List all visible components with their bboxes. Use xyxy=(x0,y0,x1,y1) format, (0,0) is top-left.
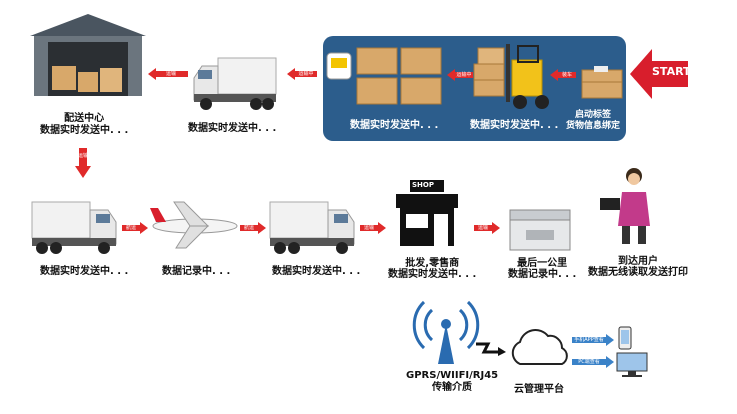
truck-top-icon xyxy=(193,57,277,110)
arrow-start-forklift xyxy=(550,69,576,81)
shop-icon xyxy=(396,180,458,246)
start-tag-caption: 启动标签 货物信息绑定 xyxy=(566,110,621,131)
arrow-tag-c1: 手机APP查看 xyxy=(574,337,604,343)
arrow-b3 xyxy=(360,222,386,234)
shop-caption: 批发,零售商 数据实时发送中. . . xyxy=(388,258,477,280)
warehouse-caption: 配送中心 数据实时发送中. . . xyxy=(40,113,129,136)
arrow-tag-c2: PC端查看 xyxy=(578,359,600,365)
plane-caption: 数据记录中. . . xyxy=(162,266,231,277)
start-arrow xyxy=(630,49,688,99)
forklift-icon xyxy=(473,44,549,109)
arrow-forklift-boxes xyxy=(447,69,473,81)
arrow-c2 xyxy=(572,356,614,368)
cooler-box-icon xyxy=(509,209,571,251)
boxes-caption: 数据实时发送中. . . xyxy=(350,120,439,131)
arrow-truck-warehouse xyxy=(148,68,188,80)
start-label: START xyxy=(652,65,691,78)
arrow-b1 xyxy=(122,222,148,234)
arrow-tag-a3: 运输中 xyxy=(298,71,314,77)
truck-top-caption: 数据实时发送中. . . xyxy=(188,123,277,134)
start-boxes-icon xyxy=(581,66,623,99)
cloud-caption: 云管理平台 xyxy=(514,384,564,395)
arrow-tag-b4: 运输 xyxy=(477,225,488,231)
truck-row2-b-icon xyxy=(269,201,355,254)
arrow-tag-b1: 航运 xyxy=(125,225,136,231)
arrow-tag-a4: 运输中 xyxy=(456,72,472,78)
warehouse-icon xyxy=(30,14,146,96)
zigzag-arrow xyxy=(476,342,506,356)
airplane-icon xyxy=(150,201,238,249)
phone-icon xyxy=(618,326,632,350)
arrow-c1 xyxy=(572,334,614,346)
monitor-icon xyxy=(616,352,648,377)
forklift-caption: 数据实时发送中. . . xyxy=(470,120,559,131)
arrow-tag-a5: 装车 xyxy=(561,72,572,78)
arrow-b4 xyxy=(474,222,500,234)
arrow-tag-b2: 航运 xyxy=(243,225,254,231)
truck-row2-a-caption: 数据实时发送中. . . xyxy=(40,266,129,277)
sensor-device-icon xyxy=(326,52,352,80)
user-caption: 到达用户 数据无线读取发送打印 xyxy=(588,256,688,278)
arrow-boxes-truck xyxy=(287,68,317,80)
arrow-tag-a2: 运输 xyxy=(165,71,176,77)
truck-row2-a-icon xyxy=(31,201,117,254)
truck-row2-b-caption: 数据实时发送中. . . xyxy=(272,266,361,277)
arrow-b2 xyxy=(240,222,266,234)
wireless-tower-icon xyxy=(412,300,480,364)
cooler-caption: 最后一公里 数据记录中. . . xyxy=(508,258,577,280)
arrow-down xyxy=(75,148,91,178)
stacked-boxes-icon xyxy=(356,47,442,105)
shop-sign: SHOP xyxy=(412,181,434,189)
cloud-icon xyxy=(511,329,568,365)
arrow-tag-b3: 运输 xyxy=(363,225,374,231)
arrow-tag-a1: 运输 xyxy=(77,153,88,159)
gprs-caption: GPRS/WIIFI/RJ45 传输介质 xyxy=(406,370,499,393)
user-icon xyxy=(600,168,650,244)
